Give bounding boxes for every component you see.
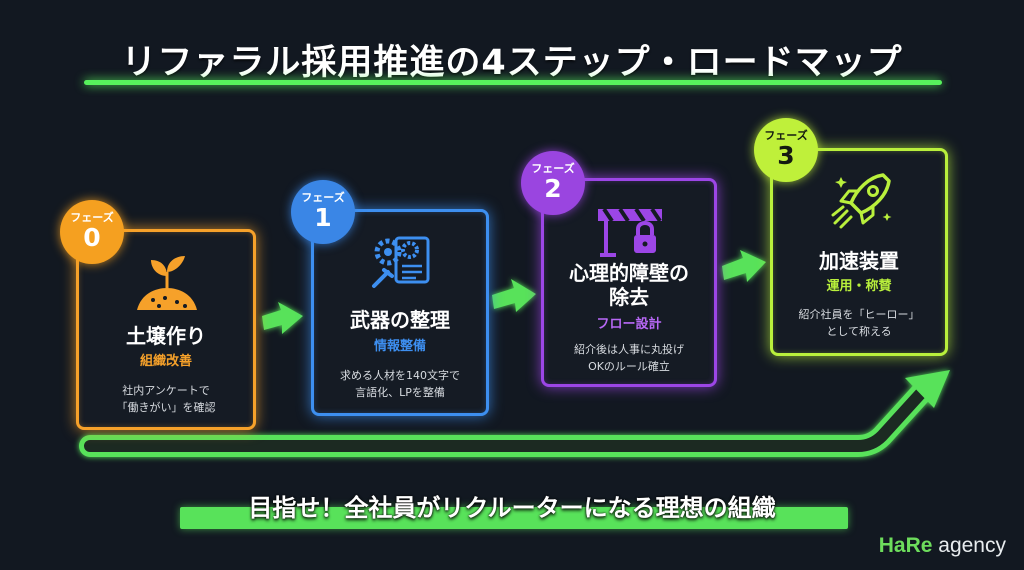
brand-logo: HaRe agency: [879, 534, 1006, 558]
phase-0-badge-number: 0: [83, 223, 101, 252]
growth-arrow: [79, 370, 950, 457]
phase-3-desc-line2: として称える: [826, 325, 892, 338]
phase-0-title: 土壌作り: [126, 324, 206, 348]
phase-3-desc-line1: 紹介社員を「ヒーロー」: [798, 308, 920, 321]
phase-3-badge: フェーズ 3: [754, 118, 818, 182]
phase-3-subtitle: 運用・称賛: [826, 279, 892, 294]
phase-1-subtitle: 情報整備: [373, 339, 426, 354]
phase-3-badge-number: 3: [777, 141, 795, 170]
phase-2-badge-label: フェーズ: [531, 162, 575, 175]
phase-3-title: 加速装置: [819, 249, 899, 273]
step-arrow-0-1: [262, 302, 303, 334]
phase-1-desc-line2: 言語化、LPを整備: [355, 386, 445, 399]
rocket-icon: [831, 173, 892, 229]
phase-0-subtitle: 組織改善: [139, 354, 192, 369]
step-arrow-1-2: [492, 279, 536, 312]
phase-2-badge-number: 2: [544, 174, 562, 203]
title-area: リファラル採用推進の4ステップ・ロードマップ: [0, 34, 1024, 85]
brand-part1: HaRe: [878, 534, 933, 557]
gears-document-icon: [372, 236, 430, 288]
brand-part2: agency: [932, 534, 1006, 557]
phase-1-badge-label: フェーズ: [301, 191, 345, 204]
phase-1-desc-line1: 求める人材を140文字で: [340, 369, 460, 382]
sprout-icon: [137, 256, 197, 310]
phase-card-2: 心理的障壁の 除去 フロー設計 紹介後は人事に丸投げ OKのルール確立: [541, 178, 717, 387]
phase-0-desc-line2: 「働きがい」を確認: [116, 401, 216, 414]
phase-2-desc-line2: OKのルール確立: [588, 360, 670, 373]
phase-2-desc-line1: 紹介後は人事に丸投げ: [574, 343, 684, 356]
phase-0-badge-label: フェーズ: [70, 211, 114, 224]
bottom-message: 目指せ！全社員がリクルーターになる理想の組織: [248, 494, 776, 522]
phase-card-0: 土壌作り 組織改善 社内アンケートで 「働きがい」を確認: [76, 229, 256, 430]
phase-2-title-line2: 除去: [609, 285, 649, 309]
phase-0-badge: フェーズ 0: [60, 200, 124, 264]
step-arrow-2-3: [722, 250, 766, 282]
slide-title: リファラル採用推進の4ステップ・ロードマップ: [121, 43, 903, 83]
phase-1-badge: フェーズ 1: [291, 180, 355, 244]
phase-3-badge-label: フェーズ: [764, 129, 808, 142]
phase-2-title-line1: 心理的障壁の: [569, 261, 689, 285]
bottom-highlight-band: [180, 507, 848, 529]
phase-0-desc-line1: 社内アンケートで: [122, 384, 210, 397]
bottom-message-area: 目指せ！全社員がリクルーターになる理想の組織: [0, 488, 1024, 523]
phase-1-badge-number: 1: [314, 203, 332, 232]
title-underline: [84, 80, 942, 85]
barrier-lock-icon: [598, 207, 662, 257]
phase-card-3: 加速装置 運用・称賛 紹介社員を「ヒーロー」 として称える: [770, 148, 948, 356]
phase-2-subtitle: フロー設計: [596, 317, 662, 332]
phase-2-badge: フェーズ 2: [521, 151, 585, 215]
phase-1-title: 武器の整理: [350, 308, 450, 332]
phase-card-1: 武器の整理 情報整備 求める人材を140文字で 言語化、LPを整備: [311, 209, 489, 416]
